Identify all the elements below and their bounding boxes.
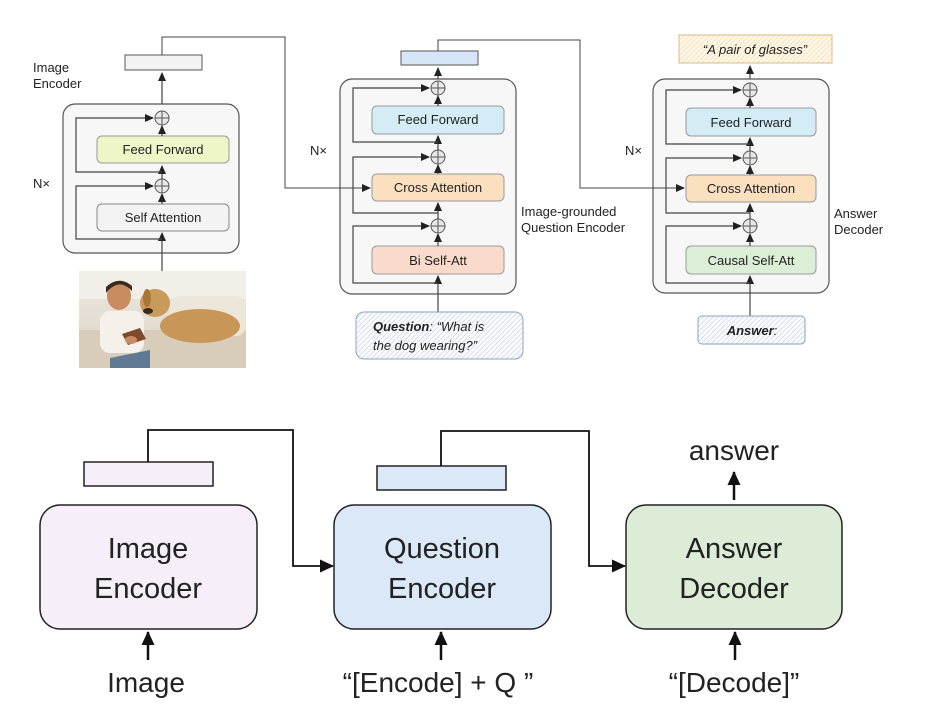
image-embedding-bar	[124, 54, 203, 71]
question-encoder-label-line2: Question Encoder	[521, 220, 626, 235]
add-norm-icon	[430, 218, 446, 234]
cross-attention-label: Cross Attention	[394, 180, 482, 195]
image-encoder-repeat-label: N×	[33, 176, 50, 191]
answer-output-text: “A pair of glasses”	[703, 42, 808, 57]
image-input-label: Image	[107, 667, 185, 698]
answer-input-box	[697, 315, 806, 345]
image-encoder-label-line1: Image	[33, 60, 69, 75]
question-encoder-title-line2: Encoder	[388, 573, 496, 605]
add-norm-icon	[742, 150, 758, 166]
answer-output-label: answer	[689, 435, 779, 466]
bi-self-att-label: Bi Self-Att	[409, 253, 467, 268]
cross-attention-label: Cross Attention	[707, 181, 795, 196]
question-to-answer-connector	[437, 39, 685, 192]
feed-forward-box	[685, 107, 817, 137]
answer-decoder-label-line1: Answer	[834, 206, 878, 221]
image-to-question-connector	[161, 36, 371, 192]
top-image-encoder: Image Encoder N× Self Attention Feed For…	[33, 54, 240, 272]
image-to-question-connector-large	[147, 429, 334, 573]
answer-decoder-repeat-label: N×	[625, 143, 642, 158]
self-attention-box	[96, 203, 230, 232]
causal-self-att-box	[685, 245, 817, 275]
answer-decoder-label-line2: Decoder	[834, 222, 884, 237]
answer-output-box	[678, 34, 833, 64]
question-to-answer-connector-large	[440, 430, 626, 573]
add-norm-icon	[430, 80, 446, 96]
question-embedding-bar-large	[376, 465, 507, 491]
top-question-encoder: N× Image-grounded Question Encoder Bi Se…	[310, 50, 626, 360]
answer-decoder-title-line2: Decoder	[679, 573, 789, 605]
question-encoder-box	[333, 504, 552, 630]
answer-input-text: Answer:	[726, 323, 778, 338]
question-encoder-repeat-label: N×	[310, 143, 327, 158]
self-attention-label: Self Attention	[125, 210, 202, 225]
add-norm-icon	[154, 178, 170, 194]
add-norm-icon	[430, 149, 446, 165]
image-encoder-box	[39, 504, 258, 630]
feed-forward-label: Feed Forward	[123, 142, 204, 157]
question-input-text: Question: “What is	[373, 319, 485, 334]
bottom-pipeline: Image Encoder Question Encoder Answer De…	[39, 429, 843, 698]
question-encoder-label-line1: Image-grounded	[521, 204, 616, 219]
add-norm-icon	[742, 82, 758, 98]
image-embedding-bar-large	[83, 461, 214, 487]
feed-forward-label: Feed Forward	[398, 112, 479, 127]
add-norm-icon	[742, 218, 758, 234]
question-input-box	[355, 311, 524, 360]
feed-forward-label: Feed Forward	[711, 115, 792, 130]
encode-input-label: “[Encode] + Q ”	[343, 667, 534, 698]
question-embedding-bar	[400, 50, 479, 66]
image-encoder-title-line1: Image	[108, 533, 189, 565]
cross-attention-box	[685, 174, 817, 203]
decode-input-label: “[Decode]”	[669, 667, 800, 698]
question-input-text-line2: the dog wearing?”	[373, 338, 478, 353]
feed-forward-box	[96, 135, 230, 164]
add-norm-icon	[154, 110, 170, 126]
question-encoder-title-line1: Question	[384, 533, 500, 565]
input-photo	[79, 271, 246, 368]
image-encoder-title-line2: Encoder	[94, 573, 202, 605]
answer-decoder-box	[625, 504, 843, 630]
top-answer-decoder: “A pair of glasses” N× Answer Decoder Ca…	[625, 34, 884, 345]
answer-decoder-title-line1: Answer	[686, 533, 783, 565]
image-encoder-label-line2: Encoder	[33, 76, 82, 91]
causal-self-att-label: Causal Self-Att	[708, 253, 795, 268]
